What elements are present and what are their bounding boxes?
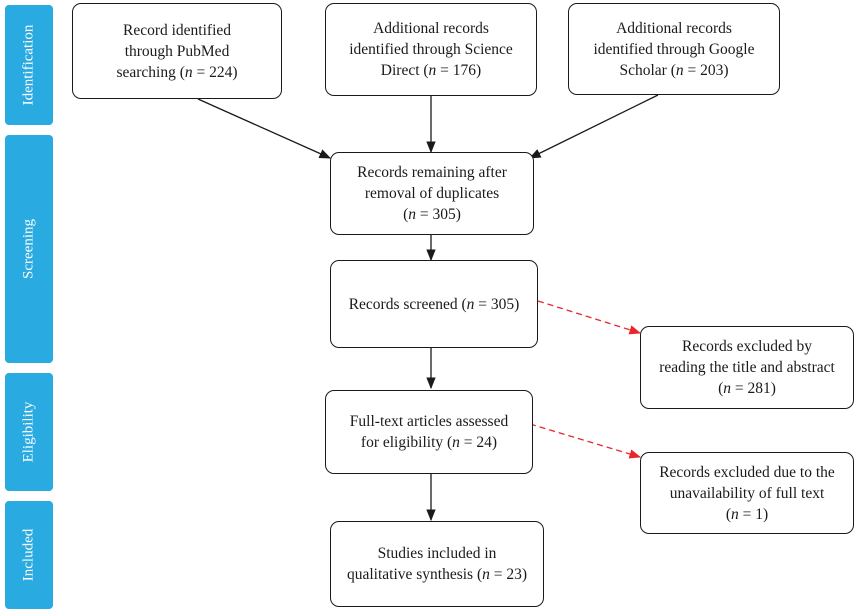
box-line: identified through Google (593, 40, 755, 58)
count-prefix: ( (718, 380, 724, 397)
arrow-pubmed-to-duplicates (197, 98, 332, 159)
box-line: reading the title and abstract (659, 359, 835, 376)
count-prefix: Direct ( (380, 62, 429, 79)
box-records-after-duplicates: Records remaining after removal of dupli… (330, 152, 534, 235)
count-prefix: qualitative synthesis ( (346, 566, 483, 583)
box-line: Record identified (122, 21, 232, 39)
box-count-line: Direct (n = 176) (349, 60, 513, 81)
count-prefix: ( (725, 505, 731, 523)
box-count-line: Scholar (n = 203) (594, 60, 755, 81)
box-pubmed-records: Record identified through PubMed searchi… (72, 3, 282, 99)
box-count-line: (n = 305) (357, 204, 507, 225)
count-value: = 176) (436, 62, 482, 79)
count-var: n (428, 62, 437, 79)
count-prefix: for eligibility ( (360, 434, 453, 451)
count-value: = 281) (731, 380, 776, 397)
box-line: Studies included in (377, 545, 497, 562)
arrow-scholar-to-duplicates (528, 94, 659, 159)
count-var: n (675, 61, 684, 79)
box-line: removal of duplicates (364, 185, 500, 202)
box-line: Records remaining after (357, 164, 507, 181)
box-line: through PubMed (124, 42, 230, 60)
box-googlescholar-records: Additional records identified through Go… (568, 3, 780, 95)
box-count-line: for eligibility (n = 24) (350, 432, 508, 453)
count-value: = 305) (416, 206, 461, 223)
box-line: Additional records (616, 19, 732, 37)
stage-tab-identification: Identification (5, 5, 53, 125)
count-value: = 1) (738, 505, 769, 523)
arrow-fulltext-to-excluded-fulltext (529, 423, 642, 459)
box-line: unavailability of full text (669, 484, 825, 502)
box-sciencedirect-records: Additional records identified through Sc… (325, 3, 537, 96)
count-value: = 224) (192, 63, 238, 81)
box-line: identified through Science (349, 41, 513, 58)
box-excluded-fulltext: Records excluded due to the unavailabili… (640, 452, 854, 534)
box-excluded-title-abstract: Records excluded by reading the title an… (640, 326, 854, 409)
count-value: = 23) (489, 566, 528, 583)
box-line: Full-text articles assessed (349, 413, 509, 430)
stage-tab-eligibility: Eligibility (5, 373, 53, 491)
count-prefix: Records screened ( (348, 295, 467, 313)
count-var: n (466, 295, 475, 313)
stage-tab-included: Included (5, 501, 53, 609)
box-fulltext-assessed: Full-text articles assessed for eligibil… (325, 390, 533, 474)
box-count-line: qualitative synthesis (n = 23) (347, 564, 527, 585)
box-line: Records excluded by (682, 338, 812, 355)
count-var: n (452, 434, 460, 451)
stage-tab-screening: Screening (5, 135, 53, 363)
box-line: Additional records (373, 20, 489, 37)
count-value: = 305) (474, 295, 520, 313)
count-var: n (731, 505, 739, 523)
box-count-line: Records screened (n = 305) (349, 294, 520, 315)
count-var: n (482, 566, 490, 583)
count-prefix: Scholar ( (619, 61, 676, 79)
count-prefix: searching ( (116, 63, 185, 81)
count-var: n (723, 380, 731, 397)
box-count-line: (n = 1) (659, 504, 835, 525)
count-value: = 24) (459, 434, 498, 451)
box-line: Records excluded due to the (659, 463, 835, 481)
arrow-screened-to-excluded-title (537, 300, 642, 335)
count-var: n (408, 206, 416, 223)
count-var: n (184, 63, 193, 81)
box-studies-included: Studies included in qualitative synthesi… (330, 521, 544, 607)
count-prefix: ( (403, 206, 409, 223)
count-value: = 203) (683, 61, 729, 79)
box-count-line: searching (n = 224) (116, 62, 237, 83)
box-count-line: (n = 281) (659, 378, 835, 399)
box-records-screened: Records screened (n = 305) (330, 260, 538, 348)
